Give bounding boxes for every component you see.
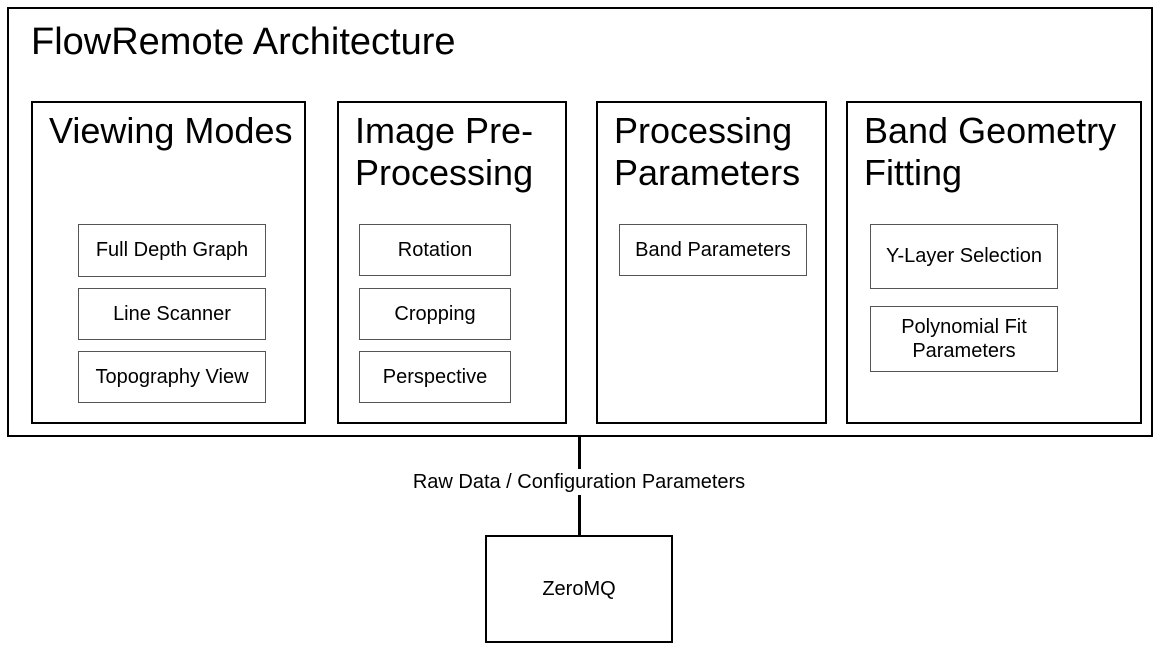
section-band-geometry-fitting: Band Geometry Fitting Y-Layer Selection … <box>846 101 1142 424</box>
item-line-scanner: Line Scanner <box>78 288 266 340</box>
node-zeromq: ZeroMQ <box>485 535 673 643</box>
item-y-layer-selection: Y-Layer Selection <box>870 224 1058 289</box>
section-title-processing-parameters: Processing Parameters <box>614 110 801 194</box>
item-polynomial-fit-parameters: Polynomial Fit Parameters <box>870 306 1058 372</box>
item-perspective: Perspective <box>359 351 511 403</box>
section-title-image-pre-processing: Image Pre-Processing <box>355 110 534 194</box>
item-cropping: Cropping <box>359 288 511 340</box>
item-band-parameters: Band Parameters <box>619 224 807 276</box>
item-full-depth-graph: Full Depth Graph <box>78 224 266 277</box>
section-title-band-geometry-fitting: Band Geometry Fitting <box>864 110 1117 194</box>
section-viewing-modes: Viewing Modes Full Depth Graph Line Scan… <box>31 101 306 424</box>
connector-label: Raw Data / Configuration Parameters <box>404 469 754 495</box>
architecture-container-box: FlowRemote Architecture Viewing Modes Fu… <box>7 7 1153 437</box>
section-title-viewing-modes: Viewing Modes <box>49 110 293 151</box>
item-rotation: Rotation <box>359 224 511 276</box>
section-image-pre-processing: Image Pre-Processing Rotation Cropping P… <box>337 101 567 424</box>
item-topography-view: Topography View <box>78 351 266 403</box>
section-processing-parameters: Processing Parameters Band Parameters <box>596 101 827 424</box>
diagram-title: FlowRemote Architecture <box>31 21 456 63</box>
